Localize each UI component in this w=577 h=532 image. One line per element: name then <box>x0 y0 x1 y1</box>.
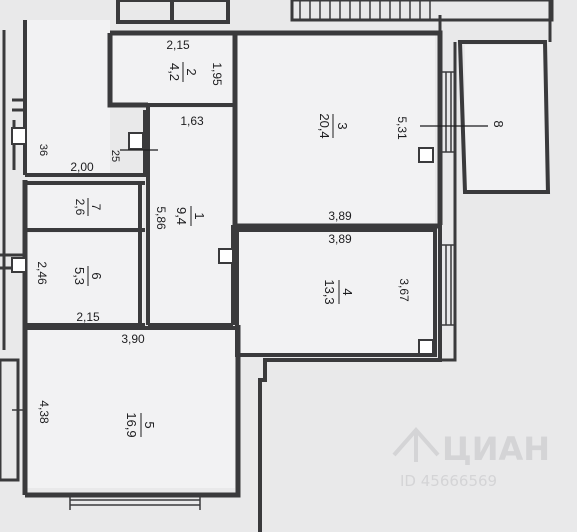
room-1-label: 1 9,4 <box>174 206 207 226</box>
dim-2-00: 2,00 <box>70 160 94 174</box>
room-7-number: 7 <box>89 204 103 211</box>
room-8-label: 8 <box>491 120 506 127</box>
top-neighbour-walls <box>116 0 554 24</box>
dim-5-31: 5,31 <box>395 116 409 140</box>
room-1-number: 1 <box>192 212 207 219</box>
dim-3-90: 3,90 <box>121 332 145 346</box>
room-labels: 2 4,2 3 20,4 1 9,4 7 2,6 6 5,3 4 13,3 <box>72 62 506 438</box>
room-2-number: 2 <box>184 68 199 75</box>
room-5-label: 5 16,9 <box>124 412 157 437</box>
dim-1-95: 1,95 <box>210 62 224 86</box>
dim-25: 25 <box>109 150 121 162</box>
room-4-area: 13,3 <box>322 279 337 304</box>
room-8-number: 8 <box>491 120 506 127</box>
dim-4-38: 4,38 <box>37 400 51 424</box>
windows <box>12 71 455 510</box>
dim-2-15-top: 2,15 <box>166 38 190 52</box>
room-5-area: 16,9 <box>124 412 139 437</box>
room-6-number: 6 <box>89 272 104 279</box>
dim-36: 36 <box>37 144 49 156</box>
room-6-area: 5,3 <box>72 267 87 285</box>
room-6-label: 6 5,3 <box>72 266 104 286</box>
walls <box>22 0 552 532</box>
room-fills <box>25 20 545 488</box>
room-7-area: 2,6 <box>73 199 87 216</box>
room-4-label: 4 13,3 <box>322 279 355 304</box>
dimension-labels: 2,15 1,95 1,63 5,31 2,00 25 36 5,86 3,89… <box>35 38 411 424</box>
room-3-label: 3 20,4 <box>317 113 350 138</box>
dim-3-89-upper: 3,89 <box>328 209 352 223</box>
room-2-label: 2 4,2 <box>167 62 199 82</box>
dim-2-46: 2,46 <box>35 261 49 285</box>
dim-5-86: 5,86 <box>154 206 168 230</box>
cian-watermark: ЦИАН ID 45666569 <box>392 426 550 490</box>
room-3-area: 20,4 <box>317 113 332 138</box>
house-icon <box>392 426 440 462</box>
dim-1-63: 1,63 <box>180 114 204 128</box>
room-3-number: 3 <box>335 122 350 129</box>
leader-lines <box>120 125 488 151</box>
room-7-label: 7 2,6 <box>73 198 103 216</box>
watermark-brand: ЦИАН <box>442 430 550 468</box>
room-5-number: 5 <box>142 421 157 428</box>
room-2-area: 4,2 <box>167 63 182 81</box>
dim-2-15-bottom: 2,15 <box>76 310 100 324</box>
watermark-id: ID 45666569 <box>400 472 497 490</box>
dim-3-89-lower: 3,89 <box>328 232 352 246</box>
room-4-number: 4 <box>340 288 355 295</box>
room-1-area: 9,4 <box>174 207 189 225</box>
vent-blocks <box>11 127 434 355</box>
dim-3-67: 3,67 <box>397 278 411 302</box>
